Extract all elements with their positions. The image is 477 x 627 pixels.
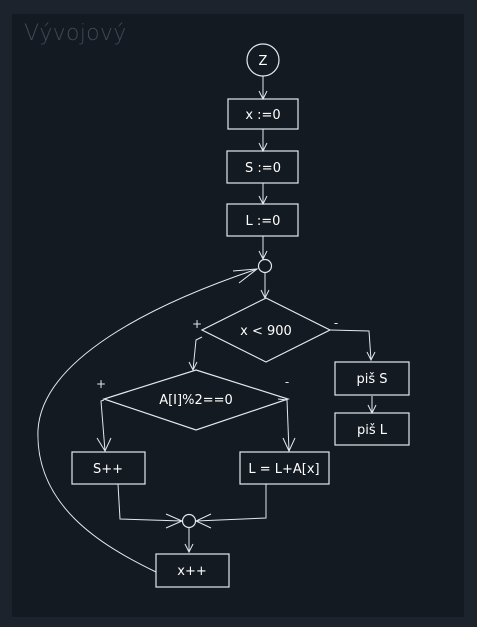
arrowhead bbox=[282, 437, 296, 453]
diagram-panel bbox=[12, 14, 464, 617]
condition-a-false-mark: - bbox=[285, 375, 289, 389]
arrowhead bbox=[232, 268, 259, 284]
edge-cond-a-true-to-inc-s bbox=[100, 399, 106, 452]
merge-junction bbox=[181, 513, 197, 529]
init-x-box bbox=[227, 98, 299, 130]
edge-cond-a-false-to-add-l bbox=[277, 398, 290, 452]
arrowhead bbox=[188, 361, 198, 372]
loop-junction bbox=[257, 258, 273, 274]
init-l-label: L :=0 bbox=[246, 214, 281, 229]
condition-x-true-mark: + bbox=[192, 317, 202, 331]
inc-x-box bbox=[155, 553, 230, 588]
init-l-box bbox=[226, 203, 299, 237]
start-label: Z bbox=[259, 54, 268, 69]
condition-x-label: x < 900 bbox=[240, 324, 292, 339]
print-s-box bbox=[334, 361, 410, 396]
edge-cond-x-false-to-print-s bbox=[329, 329, 372, 361]
inc-s-box bbox=[71, 451, 146, 485]
edge-inc-x-loop-back bbox=[37, 268, 258, 573]
init-s-box bbox=[226, 150, 299, 184]
inc-s-label: S++ bbox=[93, 462, 123, 477]
add-l-box bbox=[239, 451, 330, 485]
arrowhead bbox=[258, 250, 268, 261]
print-s-label: piš S bbox=[356, 372, 387, 387]
diagram-title: Vývojový bbox=[24, 21, 127, 46]
init-s-label: S :=0 bbox=[245, 161, 281, 176]
start-node bbox=[246, 43, 280, 77]
edge-cond-x-true-to-cond-a bbox=[192, 336, 203, 371]
condition-x-false-mark: - bbox=[334, 316, 338, 330]
condition-a-true-mark: + bbox=[96, 377, 106, 391]
edge-add-l-to-merge-junction bbox=[195, 484, 267, 522]
add-l-label: L = L+A[x] bbox=[248, 462, 319, 477]
arrowhead bbox=[366, 351, 376, 362]
print-l-box bbox=[334, 412, 410, 446]
condition-a-diamond bbox=[102, 369, 290, 431]
arrowhead bbox=[184, 543, 194, 554]
condition-x-diamond bbox=[200, 297, 332, 363]
arrowhead bbox=[96, 437, 112, 453]
condition-a-label: A[I]%2==0 bbox=[159, 393, 233, 408]
print-l-label: piš L bbox=[357, 423, 388, 438]
init-x-label: x :=0 bbox=[245, 108, 280, 123]
edge-inc-s-to-merge-junction bbox=[117, 483, 183, 522]
inc-x-label: x++ bbox=[177, 564, 206, 579]
